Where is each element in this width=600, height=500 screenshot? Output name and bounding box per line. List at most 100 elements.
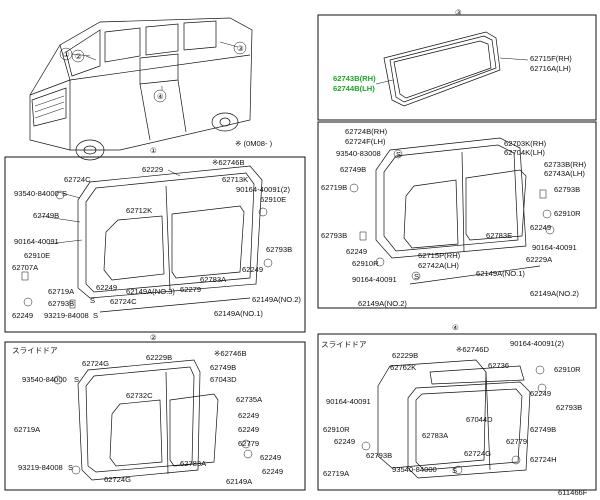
production-note: ※ (0M08- ): [235, 139, 273, 148]
p2-part-67043d: 67043D: [210, 375, 237, 384]
rear-window-glass: [383, 31, 501, 107]
part-62744b: 62744B(LH): [333, 84, 375, 93]
window-glass-left: [103, 215, 165, 281]
p1-part-62149a-no3: 62149A(NO.3): [126, 287, 175, 296]
p2-part-93540: 93540-84000: [22, 375, 67, 384]
pr-part-93540: 93540-83008: [336, 149, 381, 158]
slide-glass-top: [429, 365, 525, 385]
van-callout-4: ④: [157, 92, 164, 101]
panel-3-number: ③: [455, 8, 462, 17]
pr-part-62793b-1: 62793B: [554, 185, 580, 194]
p2-part-62735a: 62735A: [236, 395, 263, 404]
p2-part-62724g-2: 62724G: [104, 475, 131, 484]
p4-part-93540: 93540-84000: [392, 465, 437, 474]
pr-part-62249-1: 62249: [530, 223, 551, 232]
panel-1-border: [4, 156, 306, 333]
p2-part-62149a: 62149A: [226, 477, 253, 486]
pr-part-62793b-2: 62793B: [321, 231, 347, 240]
p4-part-62793b-2: 62793B: [366, 451, 392, 460]
panel-2-number: ②: [150, 333, 157, 342]
panel-2-drawing: [53, 359, 253, 481]
p2-part-62724g: 62724G: [82, 359, 109, 368]
panel-1-number: ①: [150, 146, 157, 155]
pr-part-62229a: 62229A: [526, 255, 553, 264]
van-callout-3: ③: [237, 44, 244, 53]
van-wheel-rear: [211, 112, 239, 132]
panel-4-number: ④: [452, 323, 459, 332]
van-wheel-front: [75, 139, 105, 161]
pr-screw-2: S: [414, 272, 419, 281]
panel-rear-border: [317, 121, 597, 309]
p1-part-62712k: 62712K: [126, 206, 152, 215]
pr-part-62724b: 62724B(RH): [345, 127, 388, 136]
panel-3-border: [317, 14, 597, 121]
p4-part-62249-1: 62249: [530, 389, 551, 398]
p1-part-62746b: ※62746B: [212, 158, 245, 167]
slide-glass-right: [169, 393, 219, 467]
van-illustration: [29, 17, 253, 161]
p4-part-62762k: 62762K: [390, 363, 416, 372]
pr-screw-1: S: [396, 150, 401, 159]
p1-part-62279: 62279: [180, 285, 201, 294]
p1-part-62249-2: 62249: [12, 311, 33, 320]
pr-part-90164-1: 90164-40091: [532, 243, 577, 252]
p2-part-62719a: 62719A: [14, 425, 41, 434]
p1-part-62249-3: 62249: [96, 283, 117, 292]
panel-4-drawing: [361, 359, 547, 479]
p4-part-62793b-1: 62793B: [556, 403, 582, 412]
p4-part-62724h: 62724H: [530, 455, 557, 464]
p2-part-62249-3: 62249: [260, 453, 281, 462]
pr-part-62149a-no2-b: 62149A(NO.2): [358, 299, 407, 308]
p1-part-62749b: 62749B: [33, 211, 59, 220]
p1-part-62249-1: 62249: [242, 265, 263, 274]
p4-part-62910r-1: 62910R: [554, 365, 581, 374]
p1-screw-2: S: [93, 311, 98, 320]
pr-part-62719b: 62719B: [321, 183, 347, 192]
p1-part-62149a-no2: 62149A(NO.2): [252, 295, 301, 304]
p1-part-90164-2: 90164-40091(2): [236, 185, 291, 194]
diagram-id: 611466F: [558, 488, 588, 497]
p2-screw-2: S: [68, 463, 73, 472]
pr-part-62749b: 62749B: [340, 165, 366, 174]
p4-part-90164-2: 90164-40091(2): [510, 339, 565, 348]
p1-screw-3: S: [90, 296, 95, 305]
p2-part-62249-2: 62249: [238, 425, 259, 434]
p1-part-62724c: 62724C: [64, 175, 91, 184]
van-callout-1: ①: [63, 50, 70, 59]
slide-glass-left: [109, 399, 163, 467]
panel-2-heading: スライドドア: [12, 346, 58, 355]
van-window-1: [104, 27, 141, 63]
panel-1-drawing: [21, 165, 273, 313]
p1-part-62707a: 62707A: [12, 263, 39, 272]
pr-part-62703k: 62703K(RH): [504, 139, 547, 148]
part-62743b: 62743B(RH): [333, 74, 376, 83]
pr-part-62743a: 62743A(LH): [544, 169, 585, 178]
p4-part-67044d: 67044D: [466, 415, 493, 424]
p1-part-62793b-2: 62793B: [48, 299, 74, 308]
p2-part-62249-4: 62249: [262, 467, 283, 476]
pr-part-62910r-1: 62910R: [554, 209, 581, 218]
panel-4-heading: スライドドア: [321, 340, 367, 349]
p1-part-62149a-no1: 62149A(NO.1): [214, 309, 263, 318]
p1-part-93540: 93540-84000: [14, 189, 59, 198]
p1-part-62910e-1: 62910E: [260, 195, 286, 204]
van-callout-2: ②: [75, 52, 82, 61]
rear-glass-left: [403, 179, 459, 249]
p4-part-62749b: 62749B: [530, 425, 556, 434]
p4-part-62249-2: 62249: [334, 437, 355, 446]
panel-rear-drawing: [349, 137, 555, 285]
p2-part-62783a: 62783A: [180, 459, 207, 468]
p2-part-62732c: 62732C: [126, 391, 153, 400]
pr-part-62149a-no2-a: 62149A(NO.2): [530, 289, 579, 298]
pr-part-62742a: 62742A(LH): [418, 261, 459, 270]
p1-part-93219: 93219-84008: [44, 311, 89, 320]
rear-glass-right: [465, 169, 527, 241]
p4-part-62779: 62779: [506, 437, 527, 446]
p1-part-62793b-1: 62793B: [266, 245, 292, 254]
p4-screw-1: S: [452, 466, 457, 475]
pr-part-62733b: 62733B(RH): [544, 160, 587, 169]
pr-part-90164-2: 90164-40091: [352, 275, 397, 284]
p4-part-62910r-2: 62910R: [323, 425, 350, 434]
